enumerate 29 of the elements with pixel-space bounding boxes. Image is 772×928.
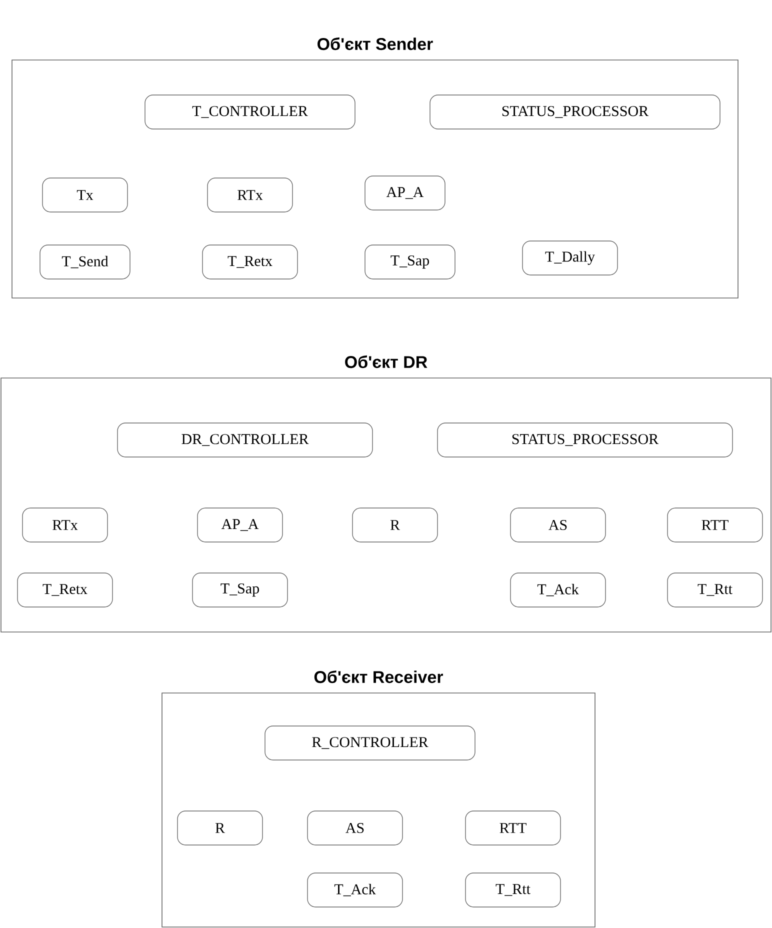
node-label: Об'єкт DR (345, 355, 428, 368)
component-box: T_Retx (202, 244, 298, 280)
component-box: STATUS_PROCESSOR (430, 94, 720, 130)
component-box: T_Ack (510, 572, 606, 608)
component-box: RTT (465, 810, 561, 846)
node-label: Об'єкт Sender (318, 37, 433, 50)
component-box: T_Rtt (465, 872, 561, 908)
node-label: Об'єкт Receiver (314, 670, 444, 684)
component-box: T_Dally (522, 240, 618, 276)
component-box: DR_CONTROLLER (117, 422, 373, 458)
component-box: T_Sap (364, 244, 456, 280)
component-box: T_Send (40, 244, 130, 280)
component-box: STATUS_PROCESSOR (437, 422, 733, 458)
component-box: RTT (667, 508, 763, 542)
component-box: T_Ack (307, 872, 403, 908)
component-box: RTx (22, 508, 108, 542)
component-box: T_CONTROLLER (144, 94, 356, 130)
component-box: AS (510, 508, 606, 542)
component-box: R (177, 810, 263, 846)
component-box: R (352, 508, 438, 542)
component-box: AP_A (364, 176, 446, 210)
component-box: AP_A (197, 508, 283, 542)
component-box: R_CONTROLLER (264, 726, 476, 760)
component-box: Tx (42, 178, 128, 212)
component-box: AS (307, 810, 403, 846)
component-box: RTx (207, 178, 293, 212)
component-box: T_Retx (17, 572, 113, 608)
component-box: T_Rtt (667, 572, 763, 608)
component-box: T_Sap (192, 572, 288, 608)
